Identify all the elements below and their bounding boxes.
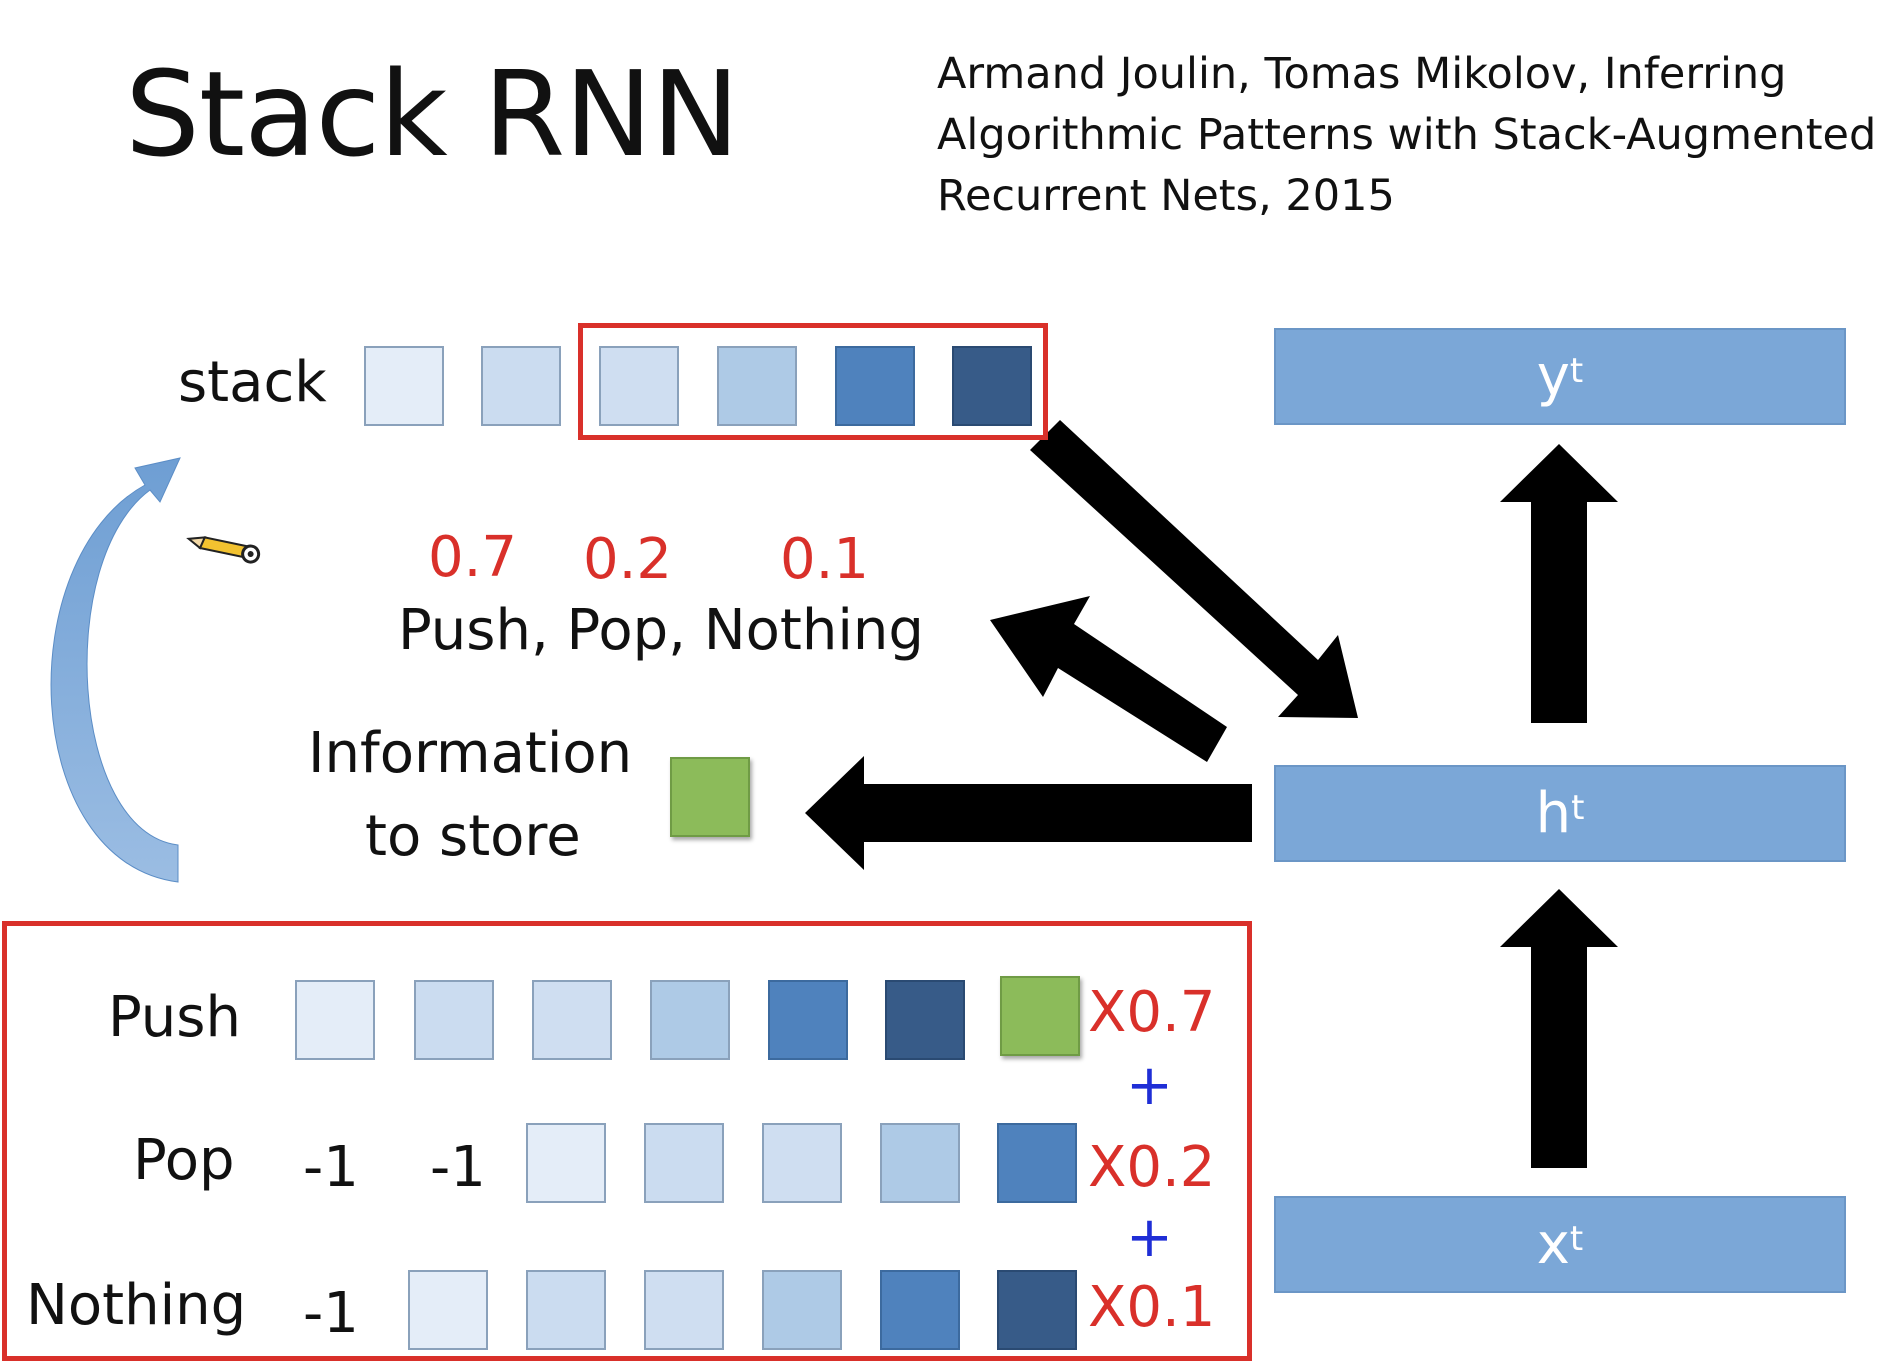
push-row-label: Push [108, 985, 241, 1050]
nothing-row-cell [408, 1270, 488, 1350]
x-to-h-arrow [1500, 889, 1618, 1168]
y-label: y [1536, 344, 1570, 409]
stack-label: stack [178, 350, 327, 415]
h-to-ops-arrow [990, 596, 1227, 762]
nothing-row-cell [880, 1270, 960, 1350]
plus-sign: + [1126, 1053, 1173, 1118]
ops-label: Push, Pop, Nothing [398, 598, 924, 663]
pop-row-label: Pop [133, 1128, 235, 1193]
nothing-multiplier: X0.1 [1088, 1275, 1216, 1340]
plus-sign: + [1126, 1205, 1173, 1270]
stack-highlight-box [578, 323, 1048, 440]
push-row-cell [650, 980, 730, 1060]
info-label-line1: Information [308, 721, 633, 786]
citation: Armand Joulin, Tomas Mikolov, Inferring … [937, 49, 1877, 221]
stack-to-h-arrow [1030, 420, 1358, 718]
push-row-cell [414, 980, 494, 1060]
pop-row-cell [880, 1123, 960, 1203]
stack-cell [835, 346, 915, 426]
nothing-prob: 0.1 [780, 527, 870, 592]
stack-cell [952, 346, 1032, 426]
pop-minus-one: -1 [430, 1135, 486, 1200]
nothing-row-label: Nothing [26, 1273, 247, 1338]
push-row-new-cell [1000, 976, 1080, 1056]
pop-row-cell [997, 1123, 1077, 1203]
nothing-row-cell [644, 1270, 724, 1350]
push-row-cell [532, 980, 612, 1060]
nothing-row-cell [526, 1270, 606, 1350]
stack-cell [599, 346, 679, 426]
info-label-line2: to store [365, 804, 581, 869]
x-label: x [1536, 1212, 1570, 1277]
nothing-row-cell [762, 1270, 842, 1350]
h-to-y-arrow [1500, 444, 1618, 723]
pop-minus-one: -1 [303, 1135, 359, 1200]
nothing-row-cell [997, 1270, 1077, 1350]
info-store-cell [670, 757, 750, 837]
page-title: Stack RNN [125, 45, 740, 183]
push-multiplier: X0.7 [1088, 980, 1216, 1045]
loop-back-arrow [50, 457, 181, 883]
push-row-cell [768, 980, 848, 1060]
h-superscript: t [1571, 787, 1585, 828]
pop-row-cell [644, 1123, 724, 1203]
stack-cell [481, 346, 561, 426]
pencil-cursor-icon [186, 536, 261, 564]
h-label: h [1535, 781, 1572, 846]
x-superscript: t [1569, 1218, 1584, 1259]
stack-cell [364, 346, 444, 426]
pop-row-cell [762, 1123, 842, 1203]
h-to-info-arrow [805, 756, 1252, 870]
stack-cell [717, 346, 797, 426]
y-superscript: t [1569, 350, 1584, 391]
nothing-minus-one: -1 [303, 1281, 359, 1346]
push-prob: 0.7 [428, 525, 518, 590]
pop-row-cell [526, 1123, 606, 1203]
pop-prob: 0.2 [583, 527, 673, 592]
pop-multiplier: X0.2 [1088, 1135, 1216, 1200]
push-row-cell [885, 980, 965, 1060]
push-row-cell [295, 980, 375, 1060]
